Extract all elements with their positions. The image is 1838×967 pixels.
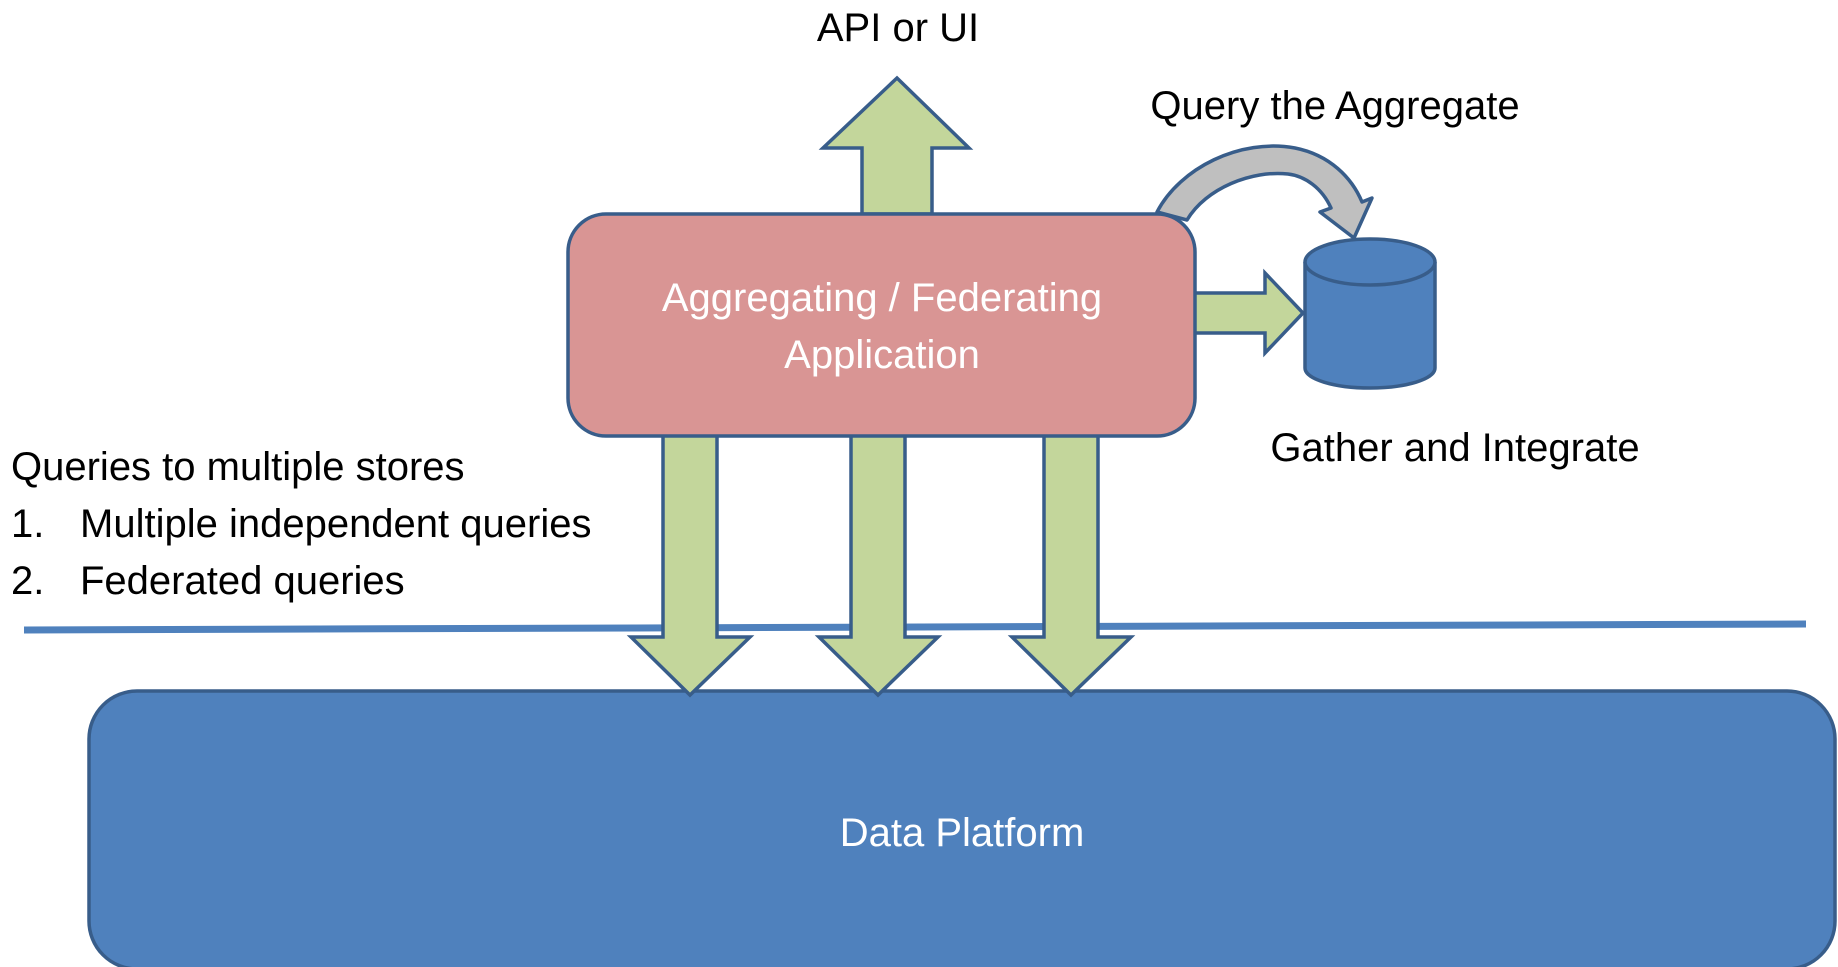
queries-note-title: Queries to multiple stores	[11, 445, 465, 489]
up-arrow	[818, 75, 974, 216]
gather-integrate-label: Gather and Integrate	[1270, 426, 1639, 470]
api-or-ui-label: API or UI	[817, 6, 979, 50]
curved-query-arrow	[1155, 144, 1374, 240]
queries-note-item-1-number: 1.	[11, 502, 44, 546]
queries-note-item-2-text: Federated queries	[80, 559, 405, 603]
data-platform-label: Data Platform	[840, 811, 1085, 855]
queries-note-item-2-number: 2.	[11, 559, 44, 603]
application-label-line1: Aggregating / Federating	[662, 276, 1102, 320]
divider-line	[23, 620, 1807, 634]
application-label-line2: Application	[784, 333, 980, 377]
down-arrow-3	[1007, 428, 1136, 698]
queries-note: Queries to multiple stores 1. Multiple i…	[11, 445, 591, 603]
data-platform-box	[87, 689, 1837, 967]
application-box	[566, 212, 1197, 438]
query-aggregate-label: Query the Aggregate	[1150, 84, 1519, 128]
queries-note-item-1-text: Multiple independent queries	[80, 502, 591, 546]
down-arrow-1	[626, 428, 755, 698]
right-arrow	[1191, 268, 1306, 358]
down-arrow-2	[814, 428, 943, 698]
database-icon	[1303, 237, 1437, 390]
